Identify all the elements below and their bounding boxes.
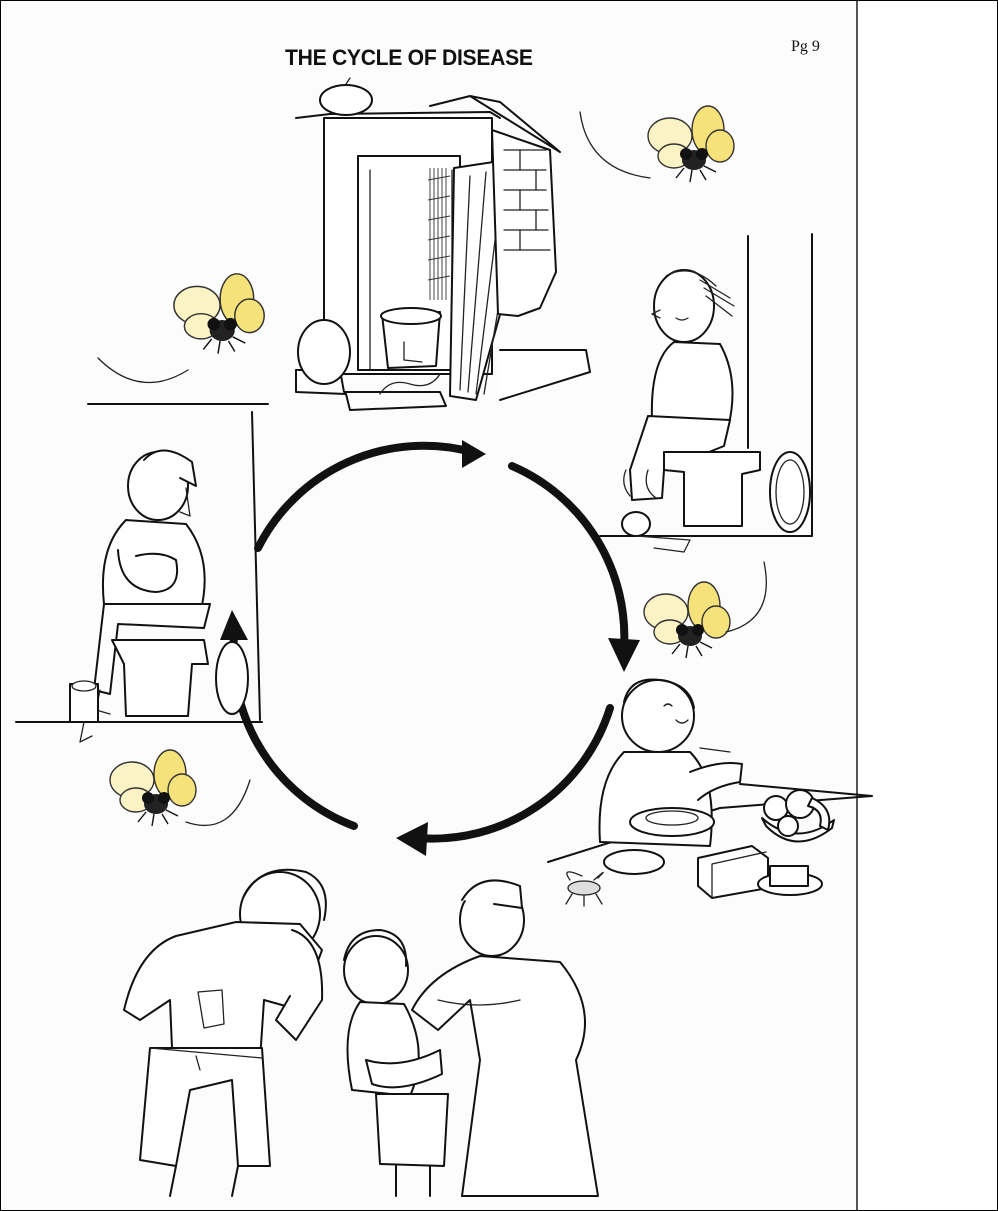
latrine-icon xyxy=(296,78,590,410)
fly-icon xyxy=(174,274,264,354)
arrow-head-icon xyxy=(396,822,428,856)
child-eating xyxy=(548,679,872,906)
arrow-head-icon xyxy=(462,440,486,468)
arrow-icon xyxy=(258,446,472,548)
fly-icon xyxy=(110,750,196,826)
arrow-icon xyxy=(418,708,610,839)
fly-icon xyxy=(644,582,730,658)
fly-icon xyxy=(648,106,734,182)
arrow-icon xyxy=(233,636,354,826)
fly-trail xyxy=(726,562,766,632)
arrow-head-icon xyxy=(608,638,640,672)
sick-people xyxy=(124,870,598,1196)
cycle-arrows xyxy=(220,440,640,856)
arrow-icon xyxy=(512,466,624,648)
house-fly-icon xyxy=(566,872,603,906)
woman-on-toilet xyxy=(16,404,268,742)
child-on-toilet xyxy=(600,234,812,552)
fly-trail xyxy=(580,112,650,178)
fly-trail xyxy=(98,358,188,383)
arrow-head-icon xyxy=(220,610,248,640)
